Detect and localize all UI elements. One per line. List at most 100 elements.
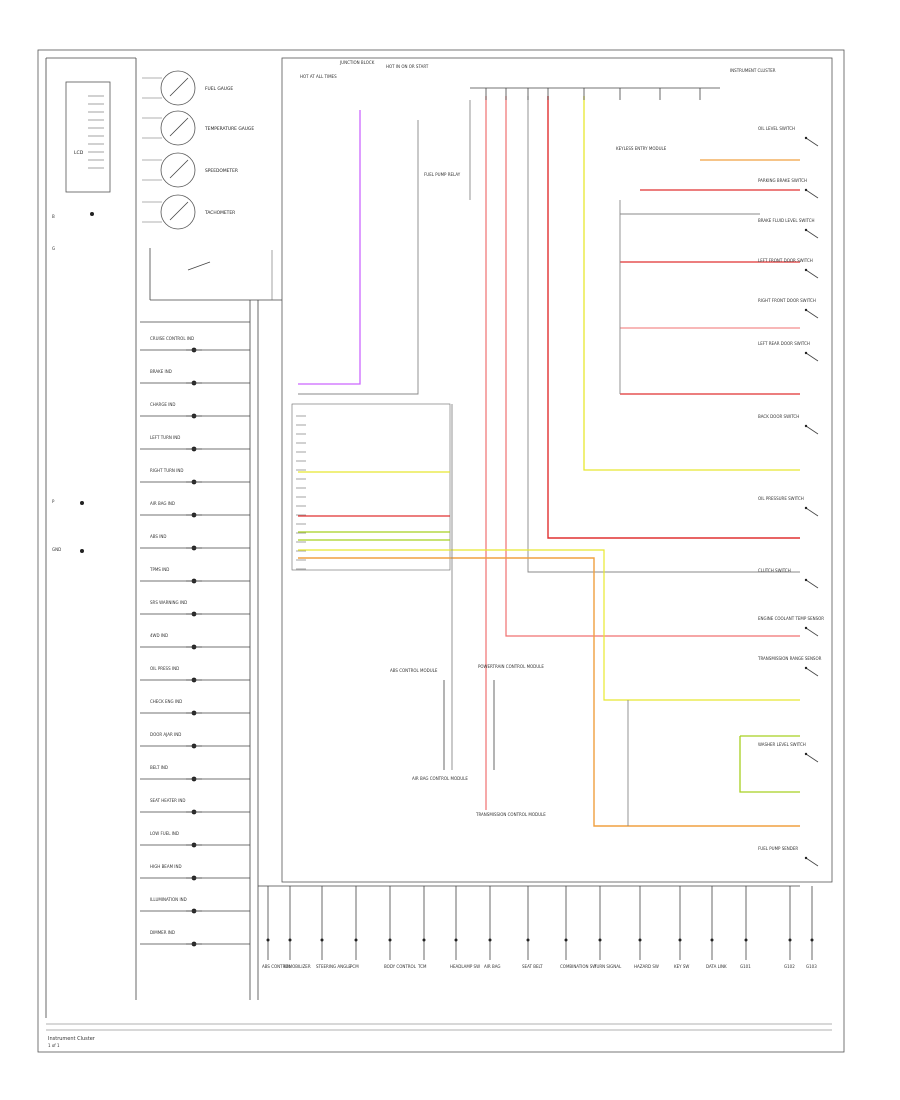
component-label: OIL PRESSURE SWITCH (758, 496, 804, 501)
connector-dot (788, 938, 792, 942)
left-label-g: G (52, 246, 55, 251)
connector-dot (288, 938, 292, 942)
gauge-needle (169, 77, 189, 97)
indicator-label: CHECK ENG IND (150, 699, 182, 704)
indicator-label: DOOR AJAR IND (150, 732, 181, 737)
bottom-label: PCM (350, 964, 359, 969)
right-component: CLUTCH SWITCH (758, 568, 819, 589)
switch-contact (187, 261, 211, 271)
violet-wire (298, 110, 361, 385)
switch-pivot (804, 856, 808, 860)
bottom-component: BODY CONTROL (384, 886, 417, 969)
gauge-label: SPEEDOMETER (205, 168, 238, 174)
indicator-label: LOW FUEL IND (150, 831, 179, 836)
footer-title: Instrument Cluster (48, 1036, 96, 1042)
bottom-label: ABS CONTROL (262, 964, 292, 969)
switch-pivot (804, 308, 808, 312)
top-label: HOT IN ON OR START (386, 64, 429, 69)
switch-icon (805, 753, 819, 763)
connector-dot (266, 938, 270, 942)
connector-dot (526, 938, 530, 942)
connector-dot (598, 938, 602, 942)
right-component: TRANSMISSION RANGE SENSOR (757, 656, 822, 677)
gray-wire (527, 96, 800, 573)
component-label: FUEL PUMP SENDER (758, 846, 798, 851)
bottom-component: TURN SIGNAL (593, 886, 622, 969)
right-component: ENGINE COOLANT TEMP SENSOR (758, 616, 824, 637)
indicator-lamp: LOW FUEL IND (140, 831, 250, 848)
indicator-label: SEAT HEATER IND (150, 798, 185, 803)
bottom-component: TCM (417, 886, 427, 969)
bottom-component: HAZARD SW (634, 886, 659, 969)
component-label: BRAKE FLUID LEVEL SWITCH (758, 218, 815, 223)
right-component: OIL PRESSURE SWITCH (758, 496, 819, 517)
gray-wire (298, 120, 419, 395)
green-wire (739, 736, 800, 793)
bottom-label: DATA LINK (706, 964, 727, 969)
bottom-label: TCM (417, 964, 427, 969)
gauge-dial (160, 110, 196, 146)
module-label: AIR BAG CONTROL MODULE (412, 776, 468, 781)
switch-pivot (804, 136, 808, 140)
indicator-lamp: BELT IND (140, 765, 250, 782)
indicator-lamp: OIL PRESS IND (140, 666, 250, 683)
bottom-component: G101 (740, 886, 751, 969)
orange-wire (298, 557, 800, 827)
bottom-label: G103 (806, 964, 817, 969)
switch-pivot (804, 626, 808, 630)
switch-pivot (804, 666, 808, 670)
top-label: JUNCTION BLOCK (339, 60, 375, 65)
indicator-label: HIGH BEAM IND (150, 864, 182, 869)
gauge-needle (169, 159, 189, 179)
indicator-label: CRUISE CONTROL IND (150, 336, 194, 341)
bottom-label: BODY CONTROL (384, 964, 417, 969)
indicator-label: BRAKE IND (150, 369, 172, 374)
bottom-component: DATA LINK (706, 886, 727, 969)
indicator-lamp: SEAT HEATER IND (140, 798, 250, 815)
connector-dot (488, 938, 492, 942)
bottom-label: IMMOBILIZER (284, 964, 311, 969)
bottom-label: AIR BAG (484, 964, 500, 969)
switch-icon (805, 667, 819, 677)
bottom-component: KEY SW (674, 886, 689, 969)
gauge-needle (169, 117, 189, 137)
module-label: KEYLESS ENTRY MODULE (616, 146, 667, 151)
bottom-component: ABS CONTROL (262, 886, 292, 969)
indicator-label: BELT IND (150, 765, 168, 770)
indicator-lamp: SRS WARNING IND (140, 600, 250, 617)
indicator-label: OIL PRESS IND (150, 666, 179, 671)
indicator-label: RIGHT TURN IND (150, 468, 183, 473)
switch-pivot (804, 228, 808, 232)
right-component: BACK DOOR SWITCH (758, 414, 819, 435)
bottom-label: G101 (740, 964, 751, 969)
indicator-label: TPMS IND (149, 567, 169, 572)
switch-pivot (804, 506, 808, 510)
indicator-lamp: DIMMER IND (140, 930, 250, 947)
pink-wire (505, 96, 800, 637)
bottom-component: SEAT BELT (522, 886, 543, 969)
gauge-needle (169, 201, 189, 221)
indicator-label: DIMMER IND (150, 930, 175, 935)
indicator-lamp: AIR BAG IND (140, 501, 250, 518)
left-label-p: P (52, 499, 55, 504)
component-label: PARKING BRAKE SWITCH (758, 178, 807, 183)
connector-dot (422, 938, 426, 942)
bottom-component: IMMOBILIZER (284, 886, 311, 969)
switch-icon (805, 229, 819, 239)
gauge-dial (160, 194, 196, 230)
indicator-lamp: HIGH BEAM IND (140, 864, 250, 881)
left-label-gnd: GND (52, 547, 61, 552)
temperature-gauge-icon: TEMPERATURE GAUGE (142, 110, 254, 146)
top-label: INSTRUMENT CLUSTER (730, 68, 776, 73)
component-label: WASHER LEVEL SWITCH (758, 742, 806, 747)
cluster-connector (291, 403, 451, 571)
component-label: ENGINE COOLANT TEMP SENSOR (758, 616, 824, 621)
bottom-component: HEADLAMP SW (450, 886, 480, 969)
switch-icon (805, 269, 819, 279)
bottom-component: AIR BAG (484, 886, 500, 969)
lcd-box (65, 81, 111, 193)
indicator-lamp: ILLUMINATION IND (140, 897, 250, 914)
